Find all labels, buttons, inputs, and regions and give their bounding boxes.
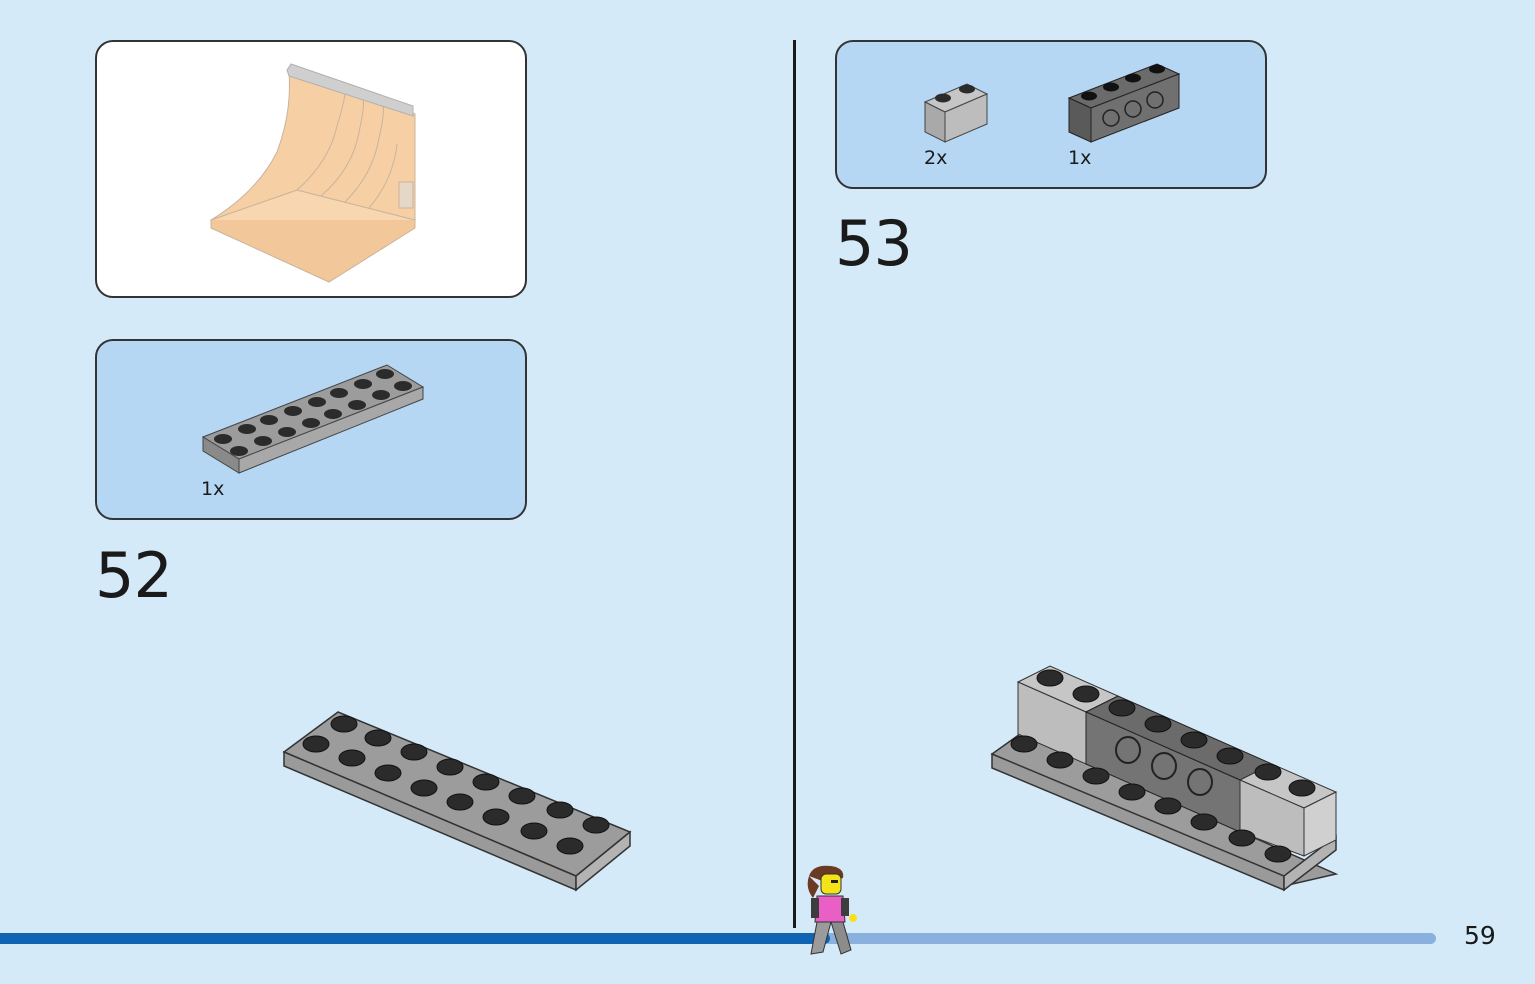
step-53-part-1-quantity: 2x (924, 147, 948, 169)
page-divider (793, 40, 796, 928)
progress-bar-remaining (824, 933, 1436, 944)
skate-ramp-image (209, 63, 417, 283)
step-52-parts-panel: 1x (95, 339, 527, 520)
step-53-number: 53 (835, 207, 913, 280)
step-53-part-2-quantity: 1x (1068, 147, 1092, 169)
step-52-part-quantity: 1x (201, 478, 225, 500)
plate-2x8-icon (201, 364, 425, 474)
step-52-assembly-image (282, 711, 632, 892)
technic-brick-1x4-icon (1067, 63, 1181, 143)
minifigure-progress-icon (807, 865, 857, 955)
step-53-assembly-image (990, 665, 1339, 892)
model-preview-panel (95, 40, 527, 298)
brick-1x2-icon (923, 83, 989, 143)
page-number: 59 (1464, 921, 1496, 950)
progress-bar-completed (0, 933, 830, 944)
step-52-number: 52 (95, 539, 173, 612)
step-53-parts-panel: 2x 1x (835, 40, 1267, 189)
